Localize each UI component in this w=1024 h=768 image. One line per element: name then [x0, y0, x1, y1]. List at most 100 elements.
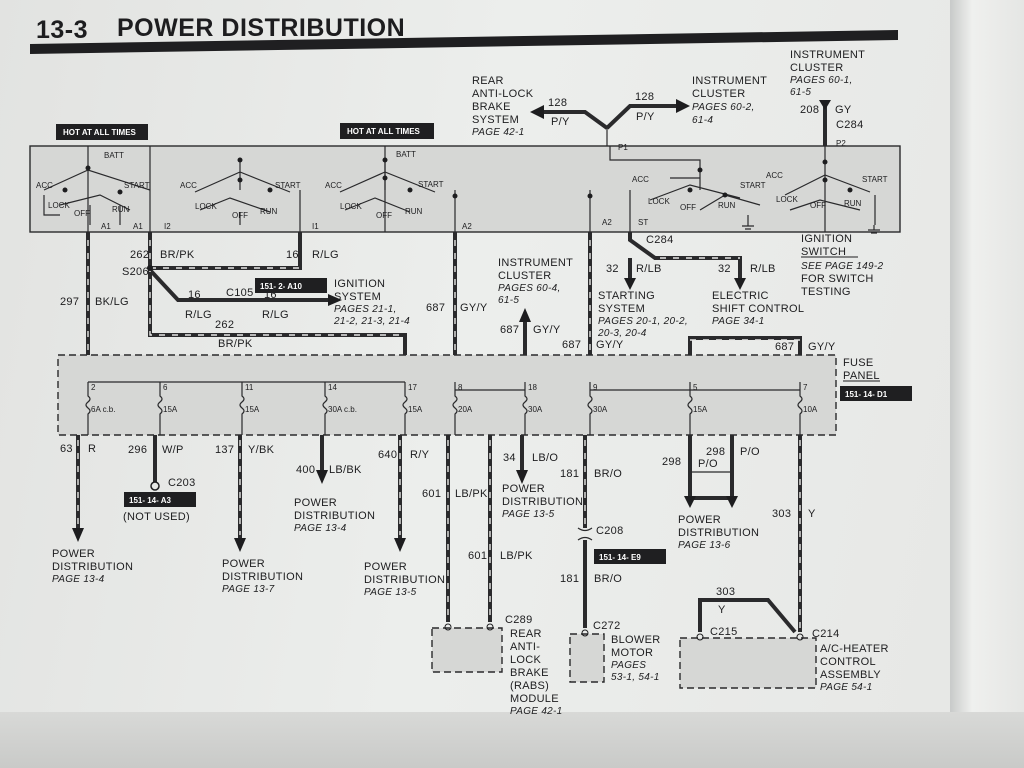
fuse-bus: [88, 381, 800, 391]
fuse-element: [322, 382, 328, 435]
pd-13-5-a: POWER: [364, 561, 407, 573]
diagram-label: 63: [60, 443, 73, 455]
diagram-label: MODULE: [510, 693, 559, 705]
diagram-label: MOTOR: [611, 647, 653, 659]
diagram-label: RUN: [260, 207, 278, 216]
diagram-label: GY/Y: [596, 339, 624, 351]
fuse-element: [85, 382, 91, 435]
diagram-label: ASSEMBLY: [820, 669, 881, 681]
diagram-label: PAGES 60-4,: [498, 283, 561, 294]
diagram-label: LOCK: [48, 201, 70, 210]
diagram-label: BATT: [396, 150, 416, 159]
ignition-switch-title: IGNITION: [801, 233, 852, 245]
diagram-label: SWITCH: [801, 246, 846, 258]
diagram-label: 181: [560, 573, 579, 585]
diagram-label: 687: [562, 339, 581, 351]
fuse-element: [239, 382, 245, 435]
diagram-label: LOCK: [776, 195, 798, 204]
fuse-element: [797, 382, 803, 435]
diagram-label: 601: [468, 550, 487, 562]
pd-13-4-b: POWER: [294, 497, 337, 509]
diagram-label: 687: [775, 341, 794, 353]
diagram-label: ACC: [766, 171, 783, 180]
diagram-label: PAGE 13-4: [294, 523, 347, 534]
diagram-label: RUN: [112, 205, 130, 214]
diagram-label: 208: [800, 104, 819, 116]
diagram-label: 297: [60, 296, 79, 308]
diagram-label: P/Y: [636, 111, 655, 123]
diagram-label: PAGE 13-4: [52, 574, 105, 585]
diagram-label: PANEL: [843, 370, 880, 382]
diagram-label: 20-3, 20-4: [597, 328, 647, 339]
hot-badge-1-text: HOT AT ALL TIMES: [63, 128, 137, 137]
diagram-label: ANTI-LOCK: [472, 88, 534, 100]
diagram-label: 53-1, 54-1: [611, 672, 660, 683]
fuse-rating: 15A: [408, 405, 423, 414]
diagram-label: PAGES: [611, 660, 646, 671]
diagram-label: 21-2, 21-3, 21-4: [333, 316, 410, 327]
diagram-label: RUN: [844, 199, 862, 208]
diagram-label: LB/BK: [329, 464, 362, 476]
diagram-label: P/O: [698, 458, 718, 470]
middle-wiring: [86, 232, 802, 355]
electric-shift-label: ELECTRIC: [712, 290, 769, 302]
diagram-label: GY: [835, 104, 852, 116]
diagram-label: Y/BK: [248, 444, 275, 456]
diagram-label: SYSTEM: [334, 291, 381, 303]
diagram-label: OFF: [232, 211, 248, 220]
pd-13-4-a: POWER: [52, 548, 95, 560]
badge-e9: 151- 14- E9: [599, 553, 641, 562]
diagram-label: A2: [602, 218, 612, 227]
rabs-top-label: REAR: [472, 75, 504, 87]
diagram-label: ACC: [632, 175, 649, 184]
diagram-label: Y: [718, 604, 726, 616]
diagram-label: SYSTEM: [472, 114, 519, 126]
conn-c272: C272: [593, 620, 621, 632]
conn-c289: C289: [505, 614, 533, 626]
fuse-element: [587, 382, 593, 435]
blower-motor-label: BLOWER: [611, 634, 660, 646]
wire-128-left: [540, 110, 609, 130]
badge-a3: 151- 14- A3: [129, 496, 172, 505]
conn-c214: C214: [812, 628, 840, 640]
splice-s206: S206: [122, 266, 149, 278]
diagram-label: I1: [312, 222, 319, 231]
diagram-label: LOCK: [340, 202, 362, 211]
diagram-label: OFF: [680, 203, 696, 212]
diagram-label: Y: [808, 508, 816, 520]
diagram-label: R: [88, 443, 96, 455]
diagram-label: P2: [836, 139, 846, 148]
diagram-label: PAGES 60-2,: [692, 102, 755, 113]
diagram-label: ACC: [325, 181, 342, 190]
diagram-label: 262: [215, 319, 234, 331]
fuse-panel-box: [57, 354, 837, 436]
diagram-label: LOCK: [195, 202, 217, 211]
diagram-label: 34: [503, 452, 516, 464]
diagram-label: 400: [296, 464, 315, 476]
diagram-label: 296: [128, 444, 147, 456]
conn-c203: C203: [168, 477, 196, 489]
diagram-label: CLUSTER: [790, 62, 843, 74]
ac-heater-label: A/C-HEATER: [820, 643, 889, 655]
diagram-label: DISTRIBUTION: [294, 510, 375, 522]
diagram-label: 61-5: [498, 295, 519, 306]
conn-c215: C215: [710, 626, 738, 638]
instrument-cluster-3-label: INSTRUMENT: [498, 257, 573, 269]
fuse-panel-title: FUSE: [843, 357, 874, 369]
header-rule: [30, 30, 898, 54]
fuse-rating: 20A: [458, 405, 473, 414]
diagram-label: P/O: [740, 446, 760, 458]
diagram-label: R/Y: [410, 449, 430, 461]
diagram-label: DISTRIBUTION: [222, 571, 303, 583]
fuse-rating: 15A: [693, 405, 708, 414]
wire-128-right: [605, 104, 680, 130]
diagram-label: R/LG: [262, 309, 289, 321]
diagram-label: 262: [130, 249, 149, 261]
rabs-module-label: REAR: [510, 628, 542, 640]
diagram-label: CONTROL: [820, 656, 876, 668]
not-used-label: (NOT USED): [123, 511, 190, 523]
diagram-label: BR/PK: [218, 338, 253, 350]
switch-internals: [43, 146, 880, 235]
